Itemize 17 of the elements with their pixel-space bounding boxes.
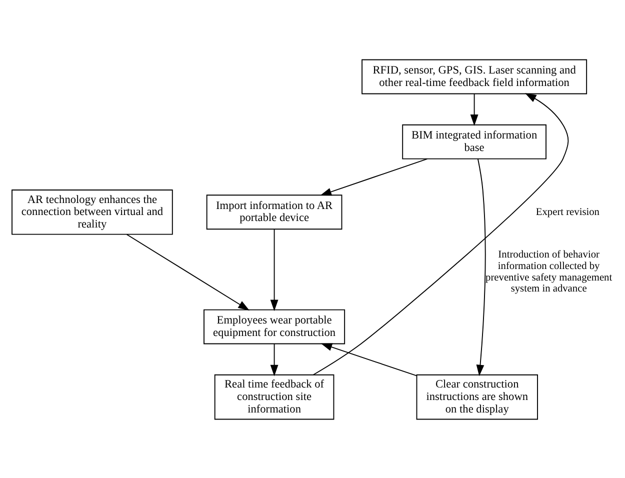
node-box: Import information to AR portable device xyxy=(206,194,342,230)
node-box: Clear construction instructions are shown on the display xyxy=(416,374,538,420)
arrow xyxy=(270,228,278,311)
node-box: RFID, sensor, GPS, GIS. Laser scanning and other real-time feedback field information xyxy=(362,58,588,94)
node-box: Real time feedback of construction site information xyxy=(214,374,334,420)
arrow xyxy=(126,234,250,310)
node-box: Employees wear portable equipment for construction xyxy=(204,308,346,344)
edge-label: Introduction of behavior information collected by preventive safety management system in advance xyxy=(486,249,612,294)
arrow xyxy=(476,158,486,376)
arrow xyxy=(470,93,478,126)
arrow xyxy=(320,342,417,376)
edge-label: Expert revision xyxy=(536,206,600,218)
arrow xyxy=(320,158,428,196)
node-box: AR technology enhances the connection between virtual and reality xyxy=(12,189,173,234)
arrow xyxy=(312,92,569,375)
arrow xyxy=(270,342,278,376)
node-box: BIM integrated information base xyxy=(402,124,546,159)
